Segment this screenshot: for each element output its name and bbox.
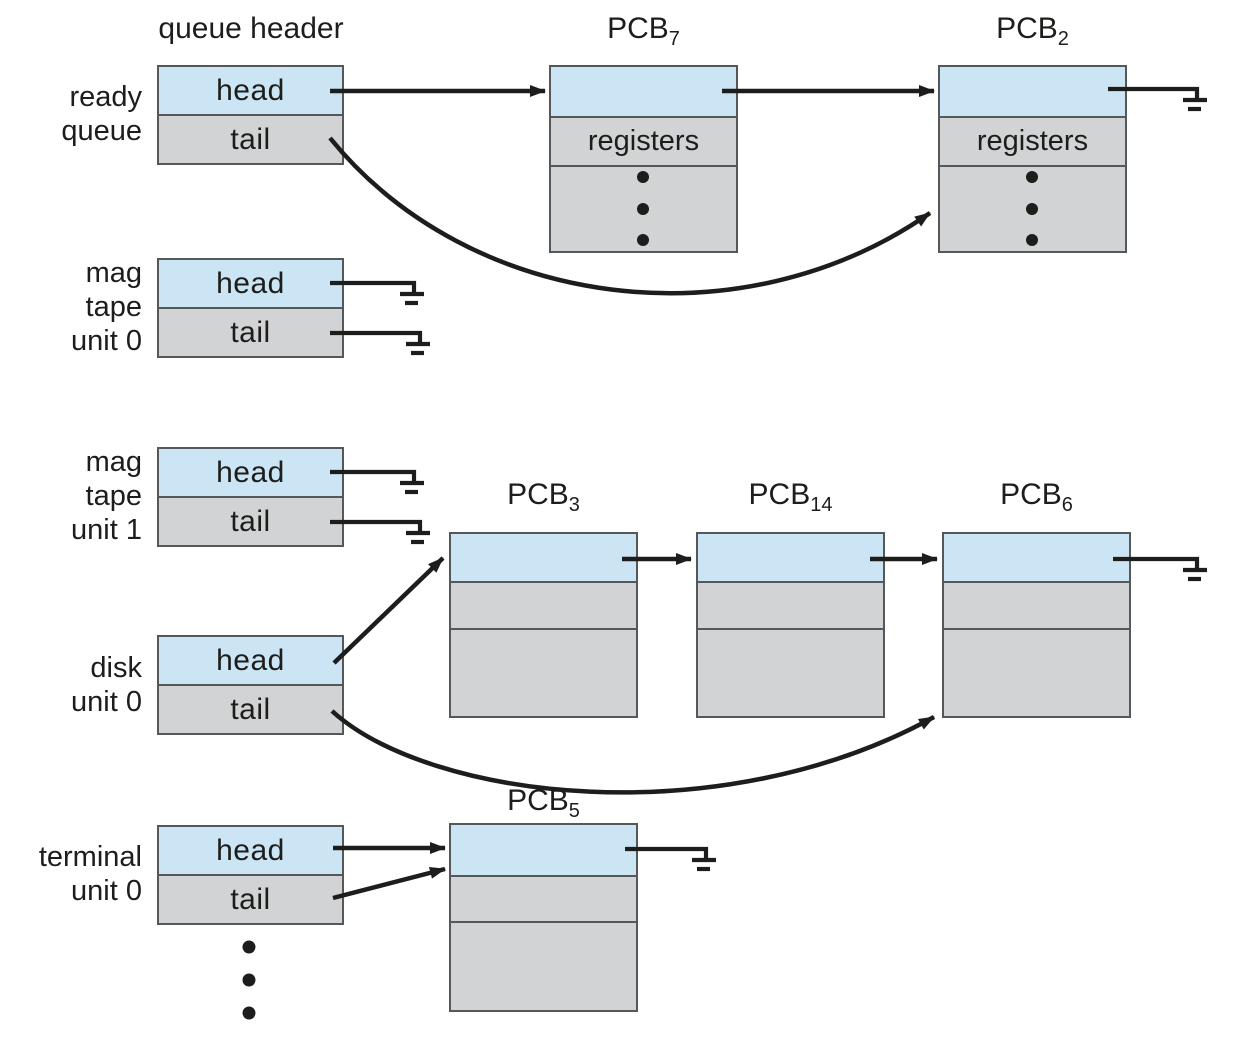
terminal-unit0-header-box: head tail xyxy=(157,825,344,925)
disk-head-cell-label: head xyxy=(216,643,285,677)
terminal-tail-cell-label: tail xyxy=(230,882,271,916)
pcb2-registers-cell: registers xyxy=(940,116,1125,165)
pcb7-box: registers xyxy=(549,65,738,253)
ready-tail-cell: tail xyxy=(159,114,342,163)
disk-unit0-label-line1: disk xyxy=(90,652,142,684)
mag-tape-unit0-header-box: head tail xyxy=(157,258,344,358)
pcb14-box xyxy=(696,532,885,718)
arrow-terminal-tail-to-pcb5 xyxy=(332,866,446,901)
ready-queue-label-line1: ready xyxy=(69,81,142,113)
null-pointer-pcb5 xyxy=(625,846,716,872)
pcb5-pointer-cell xyxy=(451,825,636,875)
mag0-head-cell: head xyxy=(159,260,342,307)
terminal-unit0-label: terminal unit 0 xyxy=(0,840,142,908)
pcb3-label-sub: 3 xyxy=(568,494,580,516)
mag-tape-unit1-label-line1: mag xyxy=(85,446,142,478)
pcb6-label: PCB6 xyxy=(942,478,1131,515)
pcb14-field-cell xyxy=(698,581,883,628)
pcb6-box xyxy=(942,532,1131,718)
pcb3-label: PCB3 xyxy=(449,478,638,515)
mag-tape-unit1-label: mag tape unit 1 xyxy=(0,445,142,547)
mag0-tail-cell: tail xyxy=(159,307,342,356)
pcb7-label: PCB7 xyxy=(549,12,738,49)
terminal-head-cell: head xyxy=(159,827,342,874)
disk-tail-cell: tail xyxy=(159,684,342,733)
queue-header-label: queue header xyxy=(158,12,344,45)
pcb3-field-cell xyxy=(451,581,636,628)
mag1-head-cell-label: head xyxy=(216,455,285,489)
pcb5-box xyxy=(449,823,638,1012)
mag-tape-unit0-label-line3: unit 0 xyxy=(71,325,142,357)
disk-unit0-header-box: head tail xyxy=(157,635,344,735)
pcb5-label-base: PCB xyxy=(507,784,569,817)
disk-head-cell: head xyxy=(159,637,342,684)
mag-tape-unit0-label-line2: tape xyxy=(85,291,142,323)
pcb3-more-fields-cell xyxy=(451,628,636,716)
ready-queue-header-box: head tail xyxy=(157,65,344,165)
pcb7-label-base: PCB xyxy=(607,12,669,45)
pcb6-pointer-cell xyxy=(944,534,1129,581)
pcb3-pointer-cell xyxy=(451,534,636,581)
pcb7-label-sub: 7 xyxy=(668,28,680,50)
mag-tape-unit1-label-line2: tape xyxy=(85,480,142,512)
pcb5-label-sub: 5 xyxy=(568,800,580,822)
terminal-unit0-label-line2: unit 0 xyxy=(71,875,142,907)
pcb7-pointer-cell xyxy=(551,67,736,116)
ellipsis-dots-more-queues xyxy=(242,940,256,1020)
ready-head-cell: head xyxy=(159,67,342,114)
pcb7-more-fields-cell xyxy=(551,165,736,251)
disk-tail-cell-label: tail xyxy=(230,692,271,726)
terminal-head-cell-label: head xyxy=(216,833,285,867)
arrow-disk-head-to-pcb3 xyxy=(332,556,445,665)
pcb2-label-sub: 2 xyxy=(1057,28,1069,50)
null-pointer-mag1-head xyxy=(330,469,424,495)
disk-unit0-label: disk unit 0 xyxy=(0,651,142,719)
ready-head-cell-label: head xyxy=(216,73,285,107)
null-pointer-mag0-tail xyxy=(330,330,430,356)
pcb14-label-sub: 14 xyxy=(810,494,833,516)
terminal-unit0-label-line1: terminal xyxy=(38,841,142,873)
pcb14-pointer-cell xyxy=(698,534,883,581)
pcb14-more-fields-cell xyxy=(698,628,883,716)
ready-queue-label-line2: queue xyxy=(61,115,142,147)
mag0-head-cell-label: head xyxy=(216,266,285,300)
pcb2-registers-label: registers xyxy=(976,125,1089,157)
pcb5-label: PCB5 xyxy=(449,784,638,821)
mag0-tail-cell-label: tail xyxy=(230,315,271,349)
pcb5-more-fields-cell xyxy=(451,921,636,1010)
pcb14-label: PCB14 xyxy=(696,478,885,515)
ready-tail-cell-label: tail xyxy=(230,122,271,156)
pcb14-label-base: PCB xyxy=(748,478,811,511)
arrow-disk-tail-to-pcb6 xyxy=(330,709,936,795)
mag1-tail-cell: tail xyxy=(159,496,342,545)
pcb6-label-base: PCB xyxy=(1000,478,1062,511)
ready-queue-label: ready queue xyxy=(0,80,142,148)
disk-unit0-label-line2: unit 0 xyxy=(71,686,142,718)
pcb6-field-cell xyxy=(944,581,1129,628)
pcb6-more-fields-cell xyxy=(944,628,1129,716)
mag-tape-unit1-header-box: head tail xyxy=(157,447,344,547)
pcb2-label-base: PCB xyxy=(996,12,1058,45)
pcb5-field-cell xyxy=(451,875,636,921)
pcb7-registers-cell: registers xyxy=(551,116,736,165)
pcb2-label: PCB2 xyxy=(938,12,1127,49)
mag1-tail-cell-label: tail xyxy=(230,504,271,538)
null-pointer-mag0-head xyxy=(330,280,424,306)
mag-tape-unit0-label: mag tape unit 0 xyxy=(0,256,142,358)
pcb6-label-sub: 6 xyxy=(1061,494,1073,516)
pcb2-pointer-cell xyxy=(940,67,1125,116)
pcb3-box xyxy=(449,532,638,718)
terminal-tail-cell: tail xyxy=(159,874,342,923)
null-pointer-mag1-tail xyxy=(330,519,430,545)
pcb2-box: registers xyxy=(938,65,1127,253)
pcb7-registers-label: registers xyxy=(587,125,700,157)
pcb3-label-base: PCB xyxy=(507,478,569,511)
pcb2-more-fields-cell xyxy=(940,165,1125,251)
mag-tape-unit0-label-line1: mag xyxy=(85,257,142,289)
mag1-head-cell: head xyxy=(159,449,342,496)
mag-tape-unit1-label-line3: unit 1 xyxy=(71,514,142,546)
